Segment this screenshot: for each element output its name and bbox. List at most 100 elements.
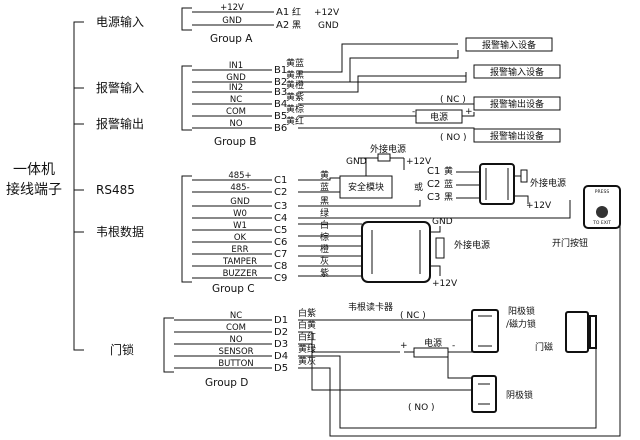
- pin-color: 白: [320, 219, 329, 231]
- rs485-alt-color-2: 蓝: [444, 178, 453, 190]
- door-sensor-magnet: [589, 315, 597, 349]
- exit-button-wire: [298, 200, 571, 219]
- pin-color: 黑: [320, 196, 329, 207]
- wiegand-ext-power: [430, 226, 441, 276]
- pin-label: +12V: [220, 3, 244, 13]
- terminal-title-line2: 接线端子: [6, 181, 62, 198]
- exit-button-label: 开门按钮: [552, 237, 588, 249]
- pin-label: IN1: [229, 61, 243, 71]
- section-rs485: RS485: [96, 183, 135, 197]
- pin-label: ERR: [231, 245, 248, 255]
- wiegand-reader: [361, 221, 431, 283]
- power-target-gnd: GND: [318, 21, 339, 31]
- group-a-name: Group A: [210, 33, 253, 45]
- pin-color: 蓝: [320, 181, 329, 193]
- lock-wire-button: [298, 226, 621, 437]
- pin-code: D1: [274, 315, 288, 326]
- pin-label: GND: [230, 197, 250, 207]
- pin-label: NC: [230, 311, 242, 321]
- pin-color: 灰: [320, 255, 329, 267]
- pin-label: NO: [229, 119, 242, 129]
- pin-code: B2: [274, 77, 287, 88]
- section-alarm-out: 报警输出: [96, 116, 144, 131]
- alarm-in-wire-1: [298, 43, 458, 73]
- cathode-lock-detail: [478, 383, 490, 405]
- pin-color: 紫: [320, 268, 329, 279]
- power-target-12v: +12V: [314, 8, 340, 18]
- pin-code: D5: [274, 363, 288, 374]
- pin-label: SENSOR: [218, 347, 253, 357]
- group-c-name: Group C: [212, 283, 255, 295]
- cathode-lock: [471, 375, 497, 413]
- alarm-out-device-2-label: 报警输出设备: [490, 130, 544, 142]
- lock-nc-label: ( NC ): [400, 311, 426, 321]
- exit-button-knob: [596, 206, 608, 218]
- rs485-alt-wires: [456, 171, 480, 199]
- pin-color: 黄棕: [286, 103, 304, 115]
- pin-code: B3: [274, 87, 287, 98]
- pin-label: BUTTON: [218, 359, 253, 369]
- rs485-device-12v: +12V: [526, 201, 552, 211]
- pin-label: W0: [233, 209, 247, 219]
- alarm-out-no-label: ( NO ): [440, 133, 467, 143]
- rs485-wire-gnd: [298, 200, 421, 207]
- pin-color: 绿: [320, 207, 329, 219]
- pin-label: 485-: [230, 183, 249, 193]
- rs485-device-detail: [485, 168, 509, 200]
- exit-button-top-text: PRESS: [595, 189, 610, 195]
- lock-wire-no: [298, 343, 472, 391]
- pin-label: NC: [230, 95, 242, 105]
- pin-color: 红: [292, 6, 301, 18]
- pin-code: C4: [274, 213, 287, 224]
- anode-lock: [471, 309, 499, 353]
- pin-color: 黄蓝: [286, 57, 304, 69]
- pin-label: IN2: [229, 83, 243, 93]
- pin-code: C6: [274, 237, 287, 248]
- alarm-in-device-1: [465, 37, 553, 52]
- alarm-out-power-label: 电源: [430, 111, 448, 123]
- pin-code: B1: [274, 65, 287, 76]
- pin-label: 485+: [228, 171, 251, 181]
- security-module-12v: +12V: [406, 157, 432, 167]
- security-module-ext-power-label: 外接电源: [370, 143, 406, 155]
- pin-code: B4: [274, 99, 287, 110]
- pin-color: 黄黑: [286, 69, 304, 81]
- wiegand-reader-label: 韦根读卡器: [348, 301, 393, 313]
- rs485-alt-color-3: 黑: [444, 192, 453, 203]
- group-d-name: Group D: [205, 377, 248, 389]
- pin-color: 白黄: [298, 319, 316, 331]
- pin-color: 棕: [320, 231, 329, 243]
- main-bracket: [73, 21, 84, 351]
- pin-code: C9: [274, 273, 287, 284]
- group-a-bracket: [181, 7, 192, 31]
- pin-code: A1: [276, 7, 289, 18]
- pin-code: B5: [274, 111, 287, 122]
- rs485-alt-code-3: C3: [427, 192, 440, 203]
- lock-no-label: ( NO ): [408, 403, 435, 413]
- anode-lock-label-1: 阳极锁: [508, 305, 535, 317]
- rs485-device: [479, 163, 515, 205]
- rs485-alt-code-1: C1: [427, 166, 440, 177]
- wiegand-wires: [298, 223, 362, 277]
- door-sensor-label: 门磁: [535, 341, 553, 353]
- alarm-in-wire-2: [298, 50, 467, 83]
- rs485-device-power-box: [520, 169, 528, 183]
- rs485-device-ext-power: 外接电源: [530, 177, 566, 189]
- pin-color: 白红: [298, 331, 316, 343]
- anode-lock-detail: [478, 315, 492, 347]
- pin-color: 黄绿: [298, 343, 316, 355]
- pin-color: 黄: [320, 169, 329, 181]
- group-b-bracket: [181, 65, 192, 131]
- wiegand-reader-inner: [371, 230, 421, 274]
- pin-code: C1: [274, 175, 287, 186]
- group-c-bracket: [181, 175, 192, 283]
- pin-code: A2: [276, 20, 289, 31]
- lock-power-box: [413, 347, 449, 358]
- pin-code: D2: [274, 327, 288, 338]
- pin-label: OK: [234, 233, 247, 243]
- alarm-in-device-2: [473, 64, 561, 79]
- pin-label: GND: [222, 16, 242, 26]
